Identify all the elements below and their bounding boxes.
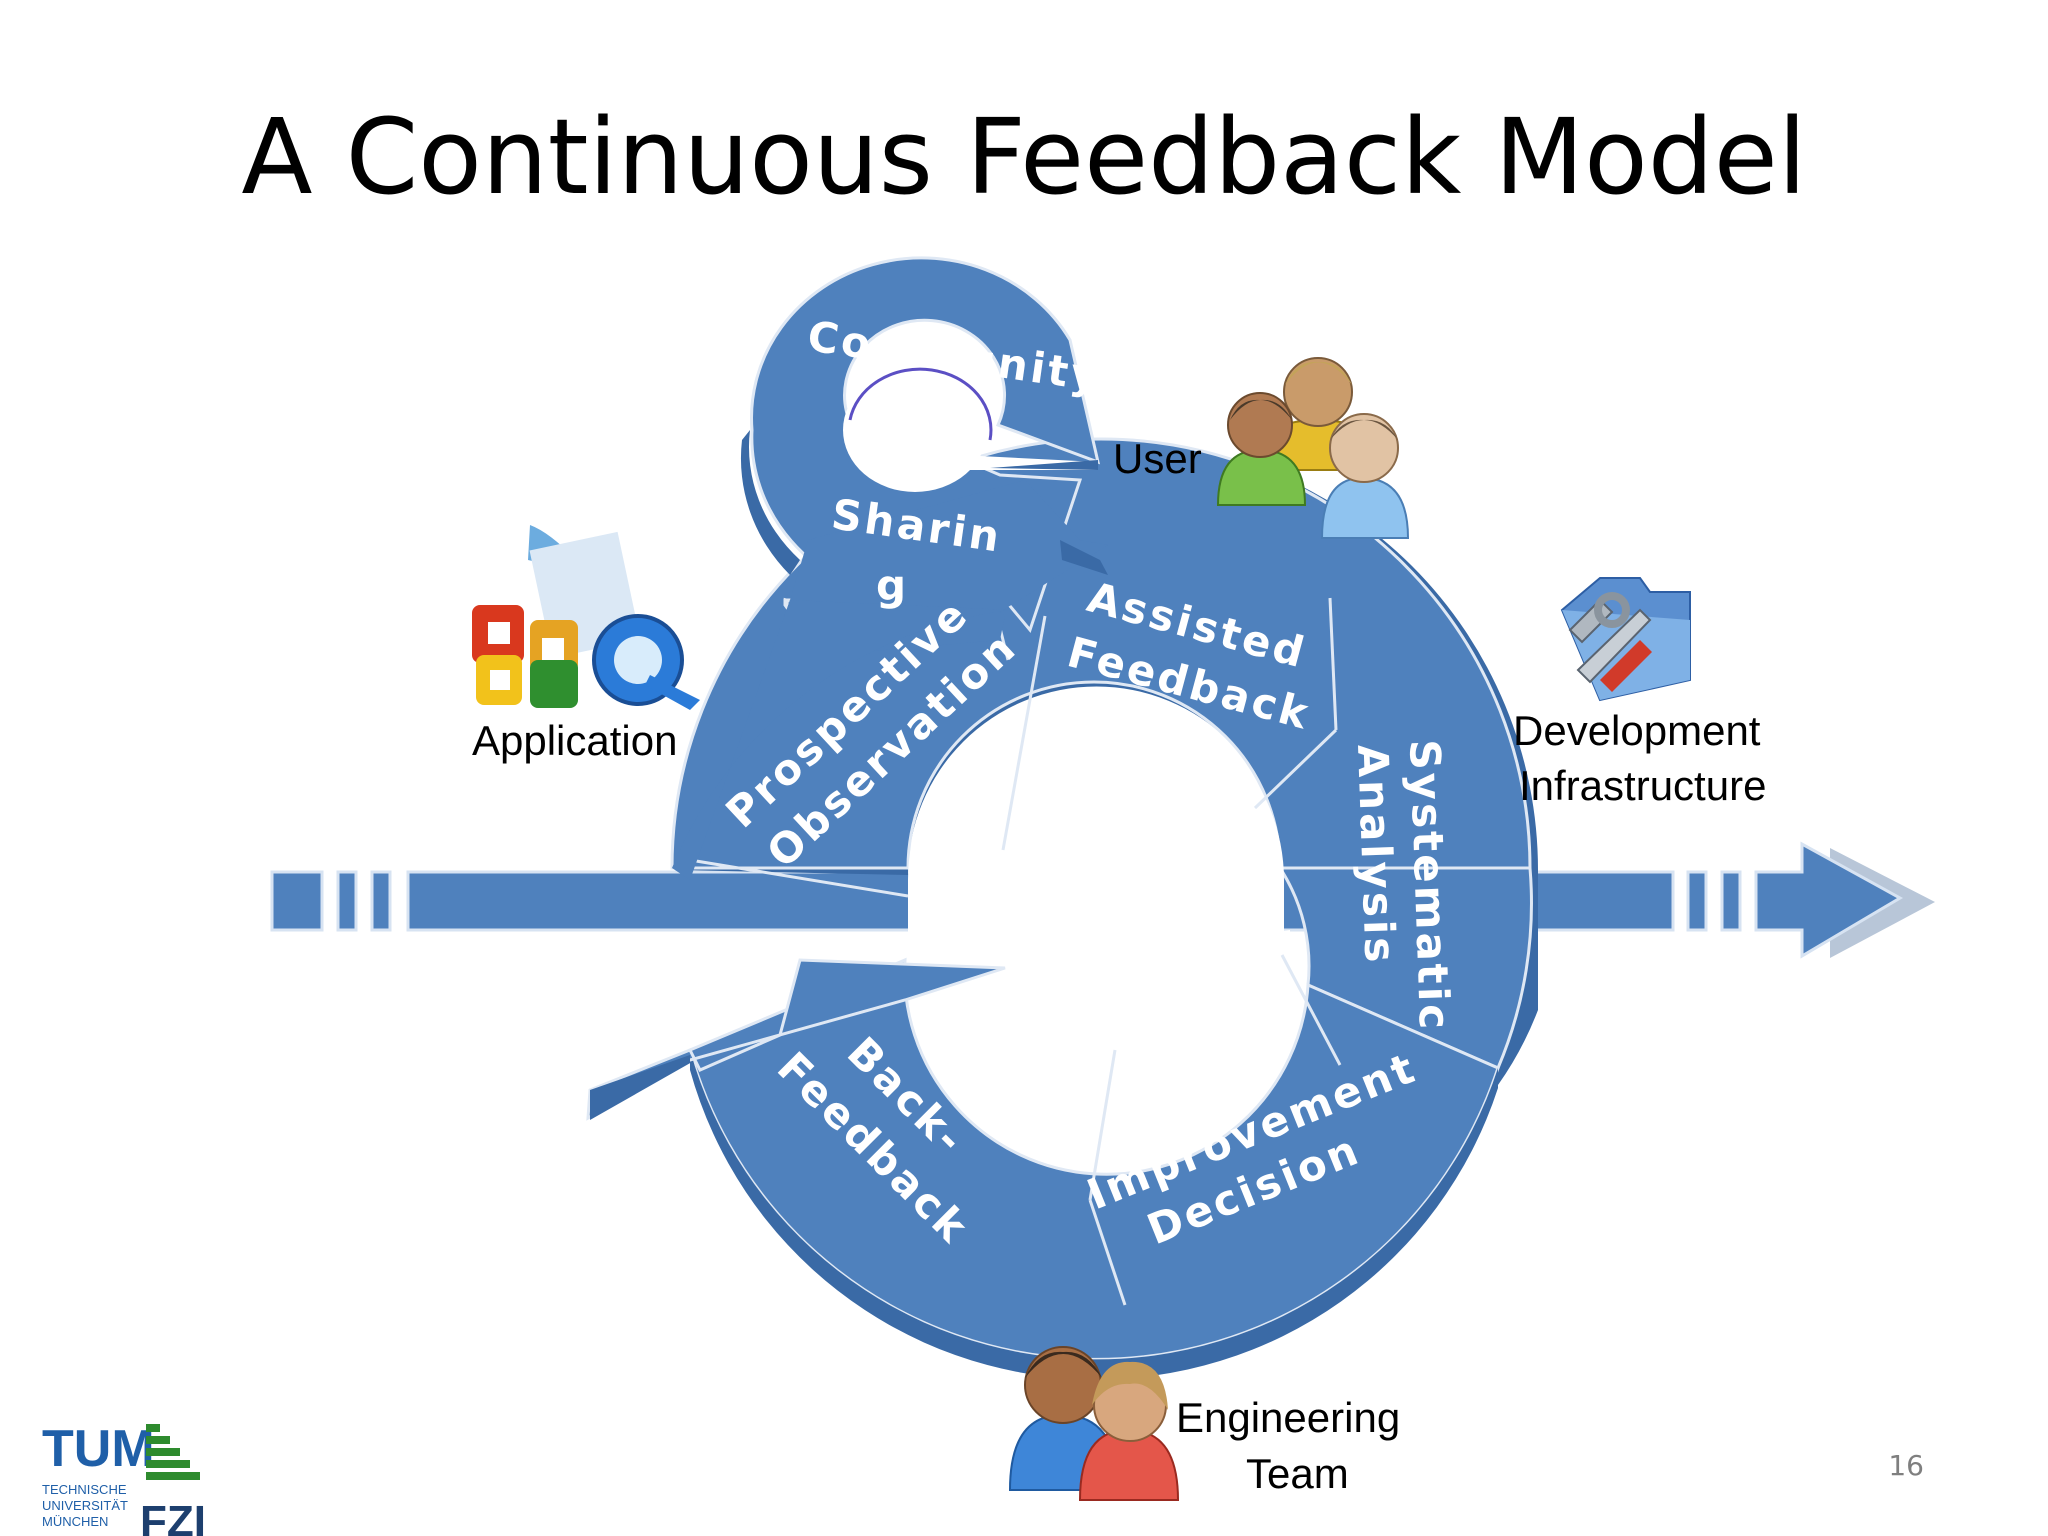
label-development-line1: Development [1513,707,1761,754]
tum-logo-line2: UNIVERSITÄT [42,1498,128,1513]
label-engineering-line1: Engineering [1176,1394,1400,1441]
tum-logo-mark: TUM [42,1420,155,1478]
stage-systematic-line2: Analysis [1348,744,1405,966]
slide-title: A Continuous Feedback Model [241,96,1807,218]
engineering-team-icon [1008,1346,1180,1501]
tum-logo-line1: TECHNISCHE [42,1482,127,1497]
fzi-logo-text: FZI [140,1497,206,1536]
tum-logo: TUM TECHNISCHE UNIVERSITÄT MÜNCHEN [42,1420,155,1529]
tum-logo-line3: MÜNCHEN [42,1514,108,1529]
fzi-logo: FZI [140,1424,206,1536]
label-engineering-line2: Team [1246,1450,1349,1497]
stage-systematic-line1: Systematic [1400,739,1459,1033]
user-group-icon [1216,357,1410,539]
stage-sharing-line2: g [876,561,909,610]
development-tools-icon [1560,577,1691,702]
label-user: User [1113,435,1202,482]
label-development-line2: Infrastructure [1519,762,1766,809]
community-loop [672,256,1108,880]
page-number: 16 [1888,1449,1924,1482]
label-application: Application [472,717,677,764]
application-icon [472,525,700,710]
